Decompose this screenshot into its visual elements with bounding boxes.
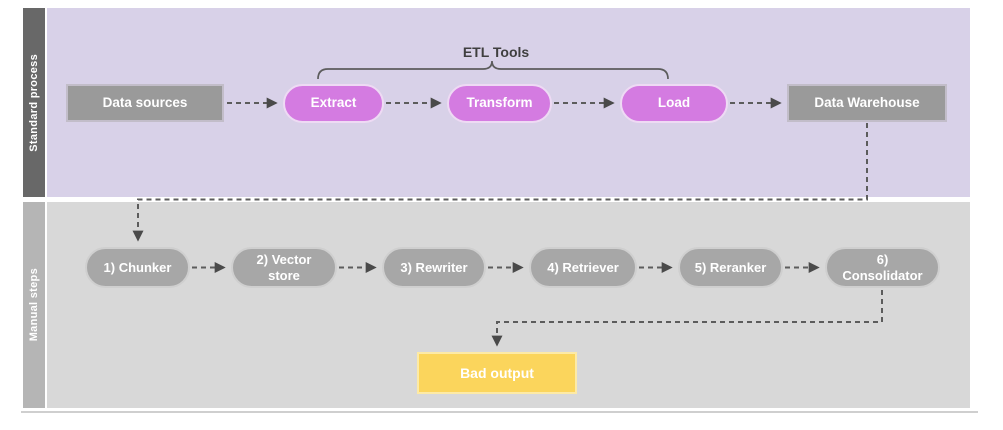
node-reranker: 5) Reranker (678, 247, 783, 288)
etl-tools-label: ETL Tools (462, 44, 530, 60)
lane-manual-steps-bar: Manual steps (23, 202, 45, 408)
node-load: Load (620, 84, 728, 123)
lane-manual-steps-label: Manual steps (28, 268, 40, 342)
node-bad-output: Bad output (417, 352, 577, 394)
node-rewriter: 3) Rewriter (382, 247, 486, 288)
lane-standard-process-bar: Standard process (23, 8, 45, 197)
bottom-separator (21, 411, 978, 413)
node-data-warehouse: Data Warehouse (787, 84, 947, 122)
node-chunker: 1) Chunker (85, 247, 190, 288)
node-data-sources: Data sources (66, 84, 224, 122)
node-extract: Extract (283, 84, 384, 123)
node-retriever: 4) Retriever (529, 247, 637, 288)
node-vector-store: 2) Vector store (231, 247, 337, 288)
lane-standard-process-label: Standard process (28, 53, 40, 152)
node-transform: Transform (447, 84, 552, 123)
node-consolidator: 6) Consolidator (825, 247, 940, 288)
